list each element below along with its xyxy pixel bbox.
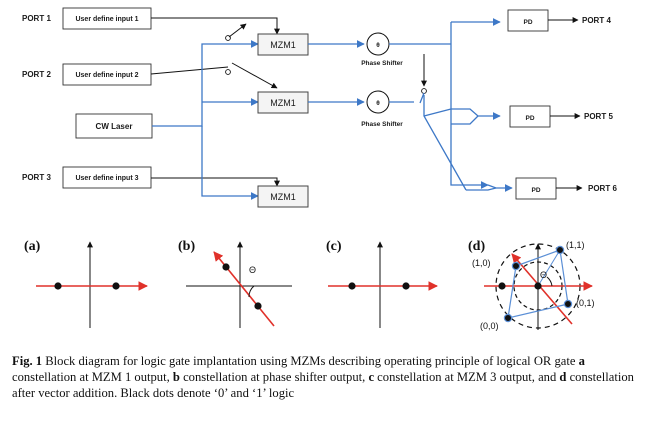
cw-laser-box [75,113,153,139]
panel-d-dot-left [498,282,506,290]
input2-box [62,63,152,86]
phase-shifter-mid-symbol: θ [376,100,380,107]
panel-b-angle-arc [248,285,255,298]
mzm-bottom [257,185,309,208]
caption-fig: Fig. 1 [12,354,43,368]
panel-d-vector [537,249,561,287]
panel-b-dot-0 [222,263,230,271]
pd-top-label: PD [523,19,532,26]
switch-arm-2 [419,92,425,104]
panel-d-label: (d) [468,239,485,254]
port2-label: PORT 2 [22,70,51,79]
panel-b-dot-1 [254,302,262,310]
switch-node-2 [225,69,231,75]
panel-b-label: (b) [178,239,195,254]
port6-label: PORT 6 [588,184,617,193]
wire-to-pd3 [487,184,513,192]
port5-label: PORT 5 [584,112,613,121]
wire-input3 [151,177,280,187]
wire-laser-mzm-bot [201,126,259,200]
caption-c: c [368,370,375,384]
phase-shifter-mid-label: Phase Shifter [361,121,403,128]
wire-to-pd2 [451,108,501,120]
caption-text-4: constellation at MZM 3 output, and [374,370,560,384]
caption-text-1: Block diagram for logic gate implantatio… [42,354,579,368]
port4-label: PORT 4 [582,16,611,25]
caption-d: d [559,370,567,384]
input1-label: User define input 1 [75,16,138,23]
switch-arm-1 [228,23,247,38]
wire-laser-mzm-top [152,40,259,127]
phase-shifter-top-symbol: θ [376,42,380,49]
port1-label: PORT 1 [22,14,51,23]
panel-d-dot-01 [563,299,573,309]
panel-d-theta: Θ [540,270,547,280]
panel-c-dot-0 [348,282,356,290]
input2-label: User define input 2 [75,72,138,79]
caption-text-5: constellation after vector addition. Bla… [12,370,634,400]
port3-label: PORT 3 [22,173,51,182]
wire-to-pd2-b [451,115,479,125]
panel-c-dot-1 [402,282,410,290]
wire-cross [423,108,452,117]
panel-d-dot-center [534,282,542,290]
panel-b-theta: Θ [249,265,256,275]
phase-shifter-top-label: Phase Shifter [361,60,403,67]
panel-d-angle-arc [546,276,553,287]
wire-input2b [231,62,278,89]
pd-middle-label: PD [525,115,534,122]
caption-b: b [172,370,180,384]
wire-input1 [151,17,280,35]
mzm-top-label: MZM1 [270,40,296,50]
input3-label: User define input 3 [75,175,138,182]
panel-d-label-00: (0,0) [480,321,499,331]
mzm-bottom-label: MZM1 [270,192,296,202]
panel-d-dot-10 [511,261,521,271]
pd-bottom-label: PD [531,187,540,194]
panel-d-label-10: (1,0) [472,258,491,268]
panel-a-label: (a) [24,239,41,254]
caption-text-2: constellation at MZM 1 output, [12,370,173,384]
cw-laser-label: CW Laser [96,122,133,131]
panel-a-dot-1 [112,282,120,290]
panel-b-rotated-axis [213,251,275,327]
panel-d-label-11: (1,1) [566,240,585,250]
wire-to-pd3-b [466,187,497,191]
wire-input2a [150,66,229,75]
panel-a-dot-0 [54,282,62,290]
panel-c-label: (c) [326,239,342,254]
mzm-middle-label: MZM1 [270,98,296,108]
panel-d-dot-00 [503,313,513,323]
figure-caption: Fig. 1 Block diagram for logic gate impl… [12,353,640,401]
panel-d-rotated-axis [511,253,573,325]
panel-d-label-01: (0,1) [576,298,595,308]
wire-bus [450,44,489,189]
caption-a: a [578,354,585,368]
panel-d-dot-11 [555,245,565,255]
caption-text-3: constellation at phase shifter output, [179,370,369,384]
switch-node-3 [421,88,427,94]
